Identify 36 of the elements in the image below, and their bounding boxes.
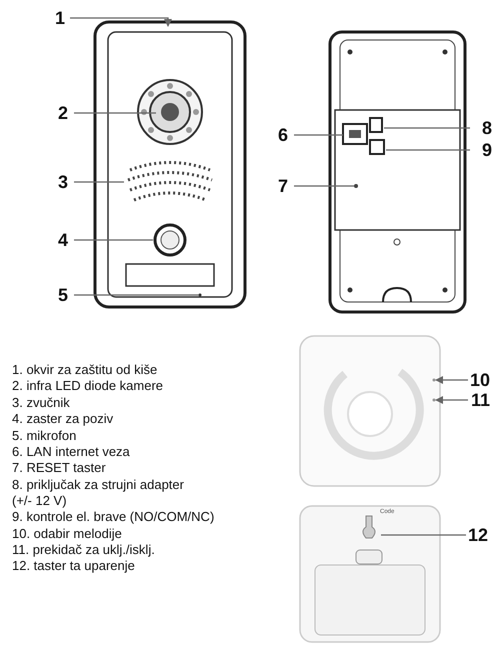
leader-line xyxy=(74,112,156,114)
legend-item-text: 2. infra LED diode kamere xyxy=(12,378,164,394)
arrow xyxy=(435,376,468,384)
legend-item-text: 12. taster ta uparenje xyxy=(12,558,136,574)
legend-item-text: 5. mikrofon xyxy=(12,428,78,444)
legend-item-text: 6. LAN internet veza xyxy=(12,444,131,460)
legend-item-text: 7. RESET taster xyxy=(12,460,107,476)
callout-number: 11 xyxy=(470,390,490,410)
callout-number: 6 xyxy=(278,125,288,145)
callout-number: 7 xyxy=(278,176,288,196)
callout-number: 1 xyxy=(55,8,66,28)
callout-number: 3 xyxy=(58,172,68,192)
legend-item-text: 10. odabir melodije xyxy=(12,526,123,542)
leader-line xyxy=(294,134,343,136)
legend-item-text: 8. priključak za strujni adapter (+/- 12 V) xyxy=(12,476,185,509)
callout-number: 10 xyxy=(470,370,490,390)
legend-item-text: 3. zvučnik xyxy=(12,394,71,411)
leader-line xyxy=(74,181,124,183)
callout-number: 9 xyxy=(482,140,492,160)
arrow xyxy=(435,396,468,404)
callout-number: 4 xyxy=(58,230,68,250)
leader-line xyxy=(386,149,470,151)
callout-number: 12 xyxy=(468,525,488,545)
leader-line xyxy=(74,294,199,296)
leader-line xyxy=(384,127,470,129)
leader-line xyxy=(381,534,466,536)
callout-number: 5 xyxy=(58,285,68,305)
callout-number: 8 xyxy=(482,118,492,138)
arrow xyxy=(70,17,172,27)
callout-number: 2 xyxy=(58,103,68,123)
legend-item-text: 9. kontrole el. brave (NO/COM/NC) xyxy=(12,509,216,526)
leader-line xyxy=(294,185,354,187)
legend-item-text: 11. prekidač za uklj./isklj. xyxy=(12,542,156,558)
leader-line xyxy=(74,239,153,241)
legend-item-text: 1. okvir za zaštitu od kiše xyxy=(12,362,158,378)
legend-item-text: 4. zaster za poziv xyxy=(12,411,114,428)
